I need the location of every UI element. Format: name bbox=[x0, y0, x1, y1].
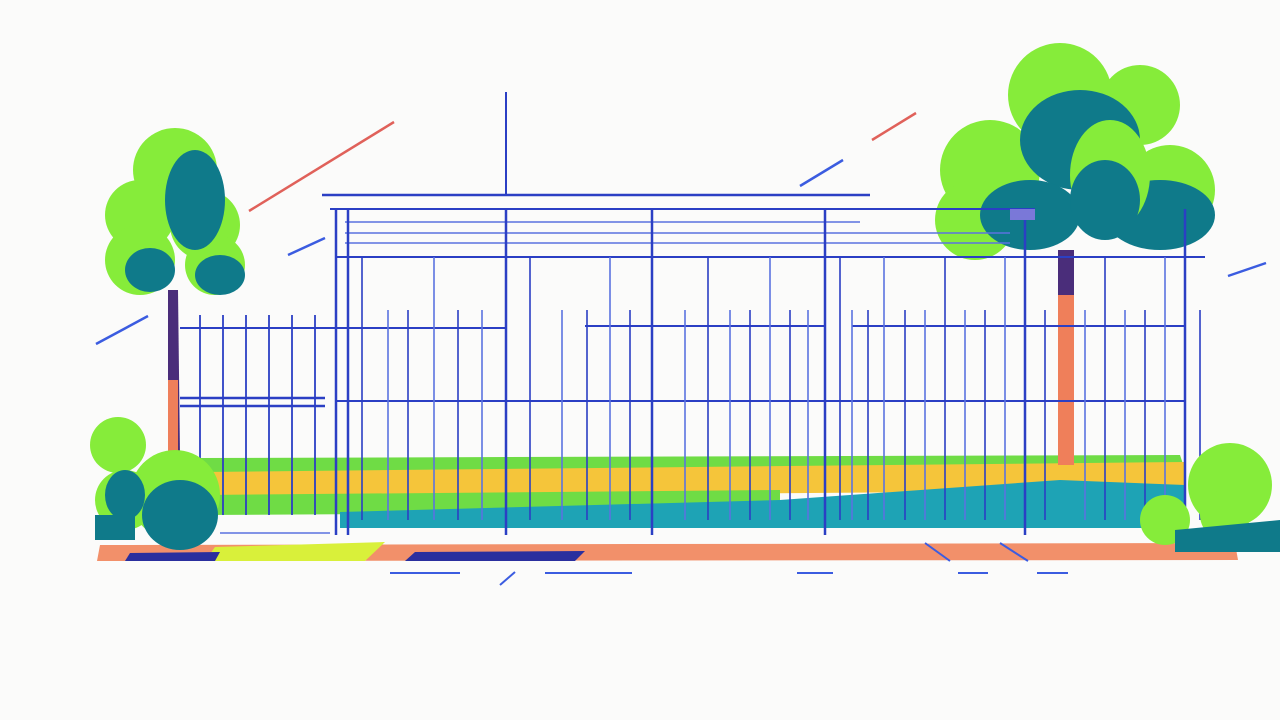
water-band bbox=[340, 480, 1185, 528]
navy-patch bbox=[405, 551, 585, 561]
fence bbox=[180, 92, 1205, 535]
right-bush bbox=[1140, 443, 1280, 552]
navy-patch-2 bbox=[125, 552, 220, 561]
path-strip bbox=[97, 543, 1238, 561]
sky-strokes bbox=[95, 111, 1267, 346]
tree-trunk-base bbox=[1058, 295, 1074, 465]
tree-trunk-base bbox=[168, 380, 178, 455]
fence-lamp bbox=[1010, 209, 1035, 220]
ground bbox=[97, 455, 1238, 586]
right-tree bbox=[935, 43, 1215, 465]
tree-canopy bbox=[105, 128, 245, 295]
ground-dashes bbox=[390, 542, 1068, 586]
lime-patch bbox=[205, 542, 385, 561]
left-bush bbox=[90, 417, 220, 550]
tree-canopy bbox=[935, 43, 1215, 260]
left-tree bbox=[105, 128, 245, 455]
